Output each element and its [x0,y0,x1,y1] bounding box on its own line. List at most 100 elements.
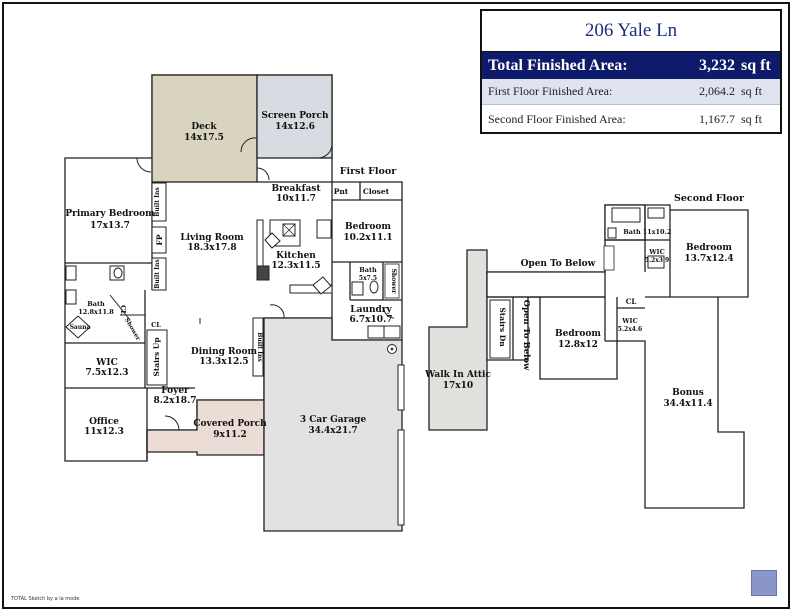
screen-porch-name: Screen Porch [261,111,329,121]
built-ins-1 [151,182,167,222]
bedroom-1-size: 10.2x11.1 [343,233,392,243]
wic-3-size: 5.2x4.6 [618,326,642,333]
first-floor-area-row: First Floor Finished Area: 2,064.2 sq ft [482,79,780,105]
office-size: 11x12.3 [84,427,124,437]
foyer-name: Foyer [161,386,189,396]
wic-1-size: 7.5x12.3 [86,368,129,378]
garage-door-1 [397,364,405,411]
bonus-name: Bonus [672,388,704,398]
dining-room-name: Dining Room [191,347,258,357]
first-floor-labels: First Floor Deck 14x17.5 Screen Porch 14… [65,111,397,440]
address-title: 206 Yale Ln [482,11,780,52]
primary-bath-name: Bath [87,300,105,308]
built-ins-3 [252,317,264,377]
kitchen-name: Kitchen [276,251,316,261]
built-ins-label-2: Built Ins [154,259,161,289]
wic-2-size: 5.2x3.9 [645,257,669,264]
screen-porch-size: 14x12.6 [275,122,315,132]
bath-2-size: 11x10.2 [643,228,672,236]
total-area-row: Total Finished Area: 3,232 sq ft [482,52,780,79]
open-to-below-label-2: Open To Below [521,300,531,371]
second-floor-labels: Second Floor Open To Below Open To Below… [424,193,745,409]
covered-porch-name: Covered Porch [193,419,267,429]
cl-label-2: CL [626,297,637,306]
bedroom-3-name: Bedroom [686,243,732,253]
bedroom-3-size: 13.7x12.4 [684,254,733,264]
primary-bath-size: 12.8x11.8 [78,308,114,316]
bath-2-name: Bath [623,228,641,236]
walk-in-attic-name: Walk In Attic [424,370,491,380]
bedroom-2-size: 12.8x12 [558,340,598,350]
second-floor-area-row: Second Floor Finished Area: 1,167.7 sq f… [482,105,780,133]
sauna-shape [65,315,91,339]
deck-room [151,74,258,183]
primary-bedroom-name: Primary Bedroom [65,209,155,219]
stairs-up-label: Stairs Up [152,337,161,376]
garage-door-2 [397,429,405,526]
area-summary-table: 206 Yale Ln Total Finished Area: 3,232 s… [480,9,782,134]
first-floor-area-label: First Floor Finished Area: [488,84,613,98]
deck-name: Deck [191,122,217,132]
breakfast-name: Breakfast [271,184,321,194]
wic-1-name: WIC [95,358,117,368]
bedroom-2-name: Bedroom [555,329,601,339]
dining-room-size: 13.3x12.5 [199,357,248,367]
wic-2-name: WIC [648,248,665,256]
sauna-label: Sauna [70,324,91,331]
first-floor-area-unit: sq ft [741,84,762,98]
shower-label-bath1: Shower [390,269,397,295]
bedroom-1-name: Bedroom [345,222,391,232]
walk-in-attic-room [428,249,488,431]
bonus-size: 34.4x11.4 [663,399,712,409]
logo-badge-icon [751,570,777,596]
first-floor-plan [64,74,405,532]
second-floor-plan [428,204,749,509]
stairs-dn-label: Stairs Dn [498,307,507,347]
screen-porch-room [256,74,333,159]
total-area-unit: sq ft [741,56,771,74]
built-ins-label-1: Built Ins [154,187,161,217]
wic-3-name: WIC [621,317,638,325]
stairs-down [489,299,511,359]
foyer-size: 8.2x18.7 [154,396,197,406]
walk-in-attic-size: 17x10 [443,381,473,391]
covered-porch-size: 9x11.2 [213,430,247,440]
total-area-value: 3,232 [699,56,735,74]
built-ins-label-3: Built Ins [256,332,263,362]
primary-bedroom-size: 17x13.7 [90,221,130,231]
office-name: Office [89,417,119,427]
cl-label-1: CL [151,321,161,329]
bathtub-icon [611,207,641,223]
range-icon [256,265,270,281]
bath-1-size: 5x7.5 [359,275,377,282]
living-room-name: Living Room [180,233,244,243]
total-area-label: Total Finished Area: [488,56,628,74]
pantry-label: Pnt [334,187,349,196]
garage-name: 3 Car Garage [300,415,367,425]
second-floor-area-value: 1,167.7 [699,111,735,126]
cl-label-primary: CL [119,305,127,315]
second-floor-area-label: Second Floor Finished Area: [488,111,626,126]
first-floor-title: First Floor [340,166,397,177]
closet-label: Closet [363,187,390,196]
laundry-name: Laundry [350,305,392,315]
living-room-size: 18.3x17.8 [187,243,236,253]
built-ins-2 [151,257,167,291]
footer-credit: TOTAL Sketch by a la mode [11,596,80,602]
fridge-icon [316,219,332,239]
bath-1-name: Bath [359,266,377,274]
second-floor-area-unit: sq ft [741,111,762,126]
open-to-below-label-1: Open To Below [521,259,596,269]
garage-size: 34.4x21.7 [308,426,357,436]
laundry-size: 6.7x10.7 [350,315,393,325]
deck-size: 14x17.5 [184,133,224,143]
second-floor-title: Second Floor [674,193,745,204]
fireplace [151,226,167,254]
kitchen-size: 12.3x11.5 [271,261,320,271]
fp-label: FP [155,234,164,245]
first-floor-area-value: 2,064.2 [699,84,735,98]
stairs-up [146,329,168,386]
